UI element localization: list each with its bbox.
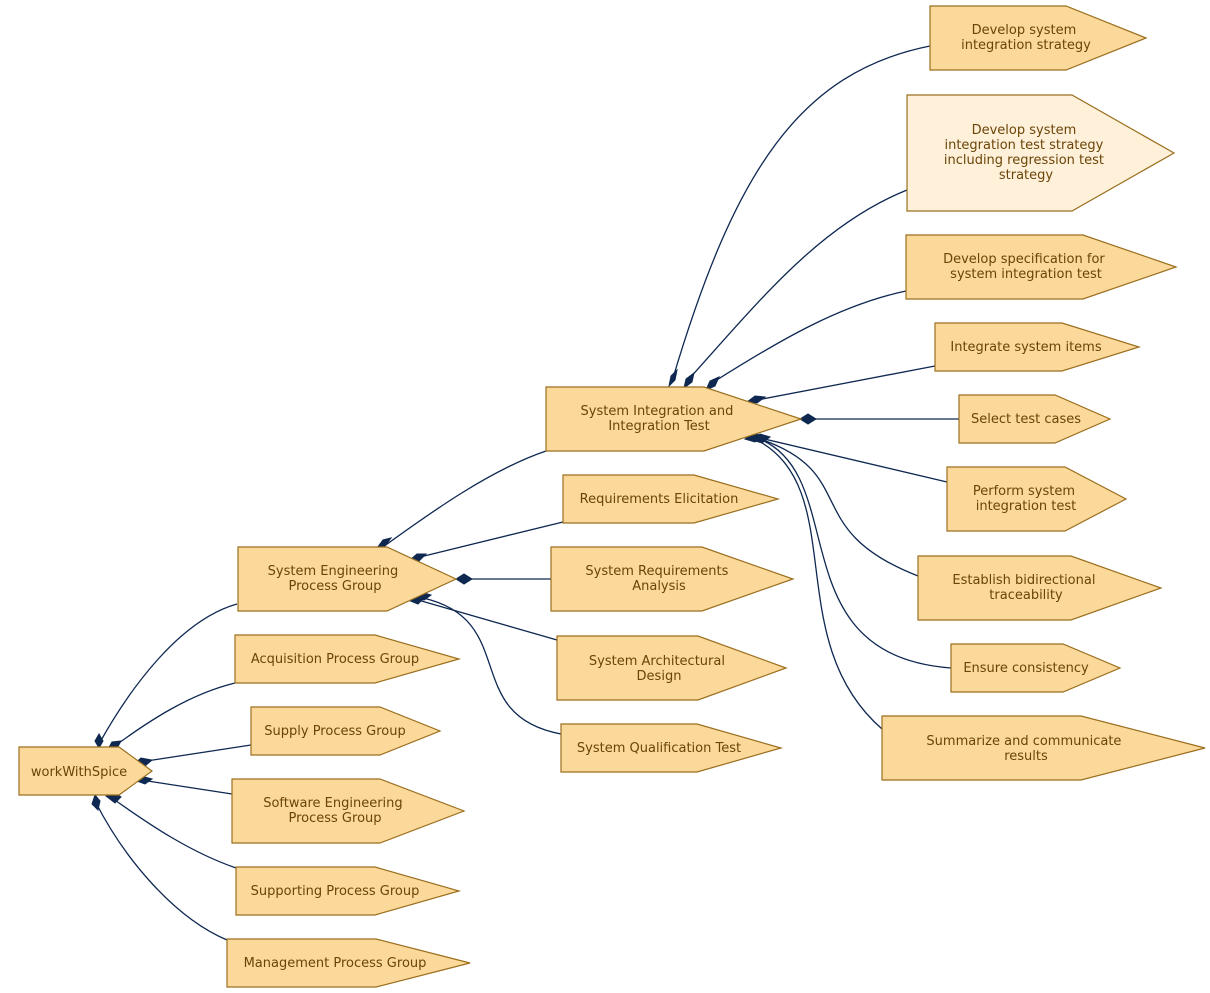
edge-sit-consistency: [761, 439, 952, 669]
node-develop-specification[interactable]: Develop specification for system integra…: [905, 234, 1178, 300]
node-ensure-consistency[interactable]: Ensure consistency: [950, 643, 1122, 693]
node-work-with-spice[interactable]: workWithSpice: [18, 746, 154, 796]
node-shape: [950, 643, 1122, 693]
edge-root-system-eng: [98, 603, 238, 745]
node-label: Develop system integration test strategy…: [944, 123, 1108, 183]
node-label: Develop specification for system integra…: [943, 252, 1109, 282]
diamond-marker: [94, 732, 104, 750]
node-shape: [560, 723, 784, 773]
node-shape: [556, 635, 788, 701]
nodes: workWithSpice Acquisition Process Group …: [18, 5, 1206, 988]
node-shape: [946, 466, 1128, 532]
node-label: workWithSpice: [31, 765, 127, 780]
node-label: Summarize and communicate results: [926, 734, 1125, 764]
edge-syseng-sys-int-test: [382, 450, 547, 548]
edge-root-management: [94, 800, 228, 941]
node-management-process-group[interactable]: Management Process Group: [226, 938, 471, 988]
node-label: System Architectural Design: [589, 654, 729, 684]
node-shape: [231, 778, 466, 844]
diamond-marker: [750, 433, 772, 444]
node-shape: [905, 234, 1178, 300]
node-label: Acquisition Process Group: [251, 652, 419, 667]
node-label: Requirements Elicitation: [580, 492, 739, 507]
node-system-qualification-test[interactable]: System Qualification Test: [560, 723, 784, 773]
node-shape: [234, 634, 462, 684]
edge-sit-summarize: [756, 439, 883, 730]
edge-sit-dev-spec: [711, 290, 907, 384]
node-shape: [545, 386, 803, 452]
node-system-integration-test[interactable]: System Integration and Integration Test: [545, 386, 803, 452]
node-software-engineering-process-group[interactable]: Software Engineering Process Group: [231, 778, 466, 844]
node-shape: [906, 94, 1176, 212]
edge-root-acquisition: [111, 682, 236, 749]
node-shape: [18, 746, 154, 796]
node-shape: [237, 546, 458, 612]
node-label: Perform system integration test: [973, 484, 1079, 514]
node-label: System Engineering Process Group: [268, 564, 403, 594]
node-system-engineering-process-group[interactable]: System Engineering Process Group: [237, 546, 458, 612]
node-label: Integrate system items: [950, 340, 1101, 355]
node-summarize-and-communicate-results[interactable]: Summarize and communicate results: [881, 715, 1206, 781]
edge-root-supply: [139, 744, 252, 763]
node-label: System Requirements Analysis: [585, 564, 732, 594]
diamond-marker: [745, 395, 767, 404]
diamond-marker: [683, 371, 695, 390]
edge-syseng-req-elicitation: [415, 521, 564, 559]
node-system-architectural-design[interactable]: System Architectural Design: [556, 635, 788, 701]
edge-root-supporting: [111, 797, 237, 869]
node-shape: [550, 546, 795, 612]
node-shape: [226, 938, 471, 988]
edge-sit-dev-int-test-strategy: [687, 189, 908, 381]
node-develop-system-integration-test-strategy[interactable]: Develop system integration test strategy…: [906, 94, 1176, 212]
node-label: Software Engineering Process Group: [263, 796, 407, 826]
edge-syseng-sys-qual-test: [422, 597, 562, 735]
edge-syseng-sys-arch-design: [417, 599, 558, 641]
edge-sit-integrate-items: [756, 365, 936, 401]
node-label: Develop system integration strategy: [961, 23, 1091, 53]
node-shape: [934, 322, 1142, 372]
node-shape: [917, 555, 1163, 621]
node-system-requirements-analysis[interactable]: System Requirements Analysis: [550, 546, 795, 612]
node-supply-process-group[interactable]: Supply Process Group: [250, 706, 442, 756]
edge-sit-bidir-trace: [762, 439, 919, 577]
node-label: Supply Process Group: [264, 724, 405, 739]
edge-sit-dev-int-strategy: [672, 45, 931, 379]
diamond-marker: [668, 368, 678, 388]
diamond-marker: [455, 573, 473, 585]
node-acquisition-process-group[interactable]: Acquisition Process Group: [234, 634, 462, 684]
diamond-marker: [799, 413, 817, 425]
node-supporting-process-group[interactable]: Supporting Process Group: [235, 866, 462, 916]
node-requirements-elicitation[interactable]: Requirements Elicitation: [562, 474, 781, 524]
node-establish-bidirectional-traceability[interactable]: Establish bidirectional traceability: [917, 555, 1163, 621]
node-label: Supporting Process Group: [251, 884, 420, 899]
node-shape: [562, 474, 781, 524]
edge-root-software-eng: [140, 779, 233, 795]
node-label: System Qualification Test: [577, 741, 741, 756]
node-perform-system-integration-test[interactable]: Perform system integration test: [946, 466, 1128, 532]
node-label: Ensure consistency: [963, 661, 1089, 676]
node-label: Management Process Group: [244, 956, 427, 971]
node-label: Establish bidirectional traceability: [952, 573, 1099, 603]
diamond-marker: [91, 793, 101, 811]
edge-sit-perform-test: [759, 437, 948, 483]
node-shape: [929, 5, 1148, 71]
edges: [94, 45, 959, 941]
node-shape: [250, 706, 442, 756]
node-shape: [881, 715, 1206, 781]
node-label: System Integration and Integration Test: [581, 404, 738, 434]
node-shape: [958, 394, 1112, 444]
node-select-test-cases[interactable]: Select test cases: [958, 394, 1112, 444]
node-develop-system-integration-strategy[interactable]: Develop system integration strategy: [929, 5, 1148, 71]
node-integrate-system-items[interactable]: Integrate system items: [934, 322, 1142, 372]
node-label: Select test cases: [971, 412, 1081, 427]
node-shape: [235, 866, 462, 916]
diamond-marker: [705, 376, 720, 391]
